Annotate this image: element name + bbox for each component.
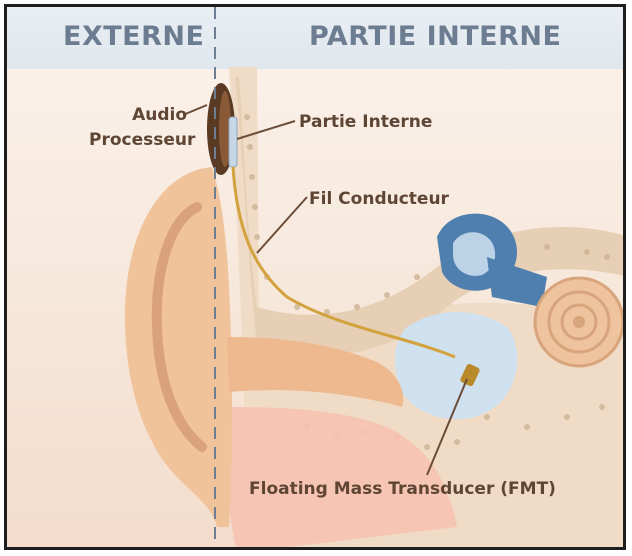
header-partie-interne: PARTIE INTERNE: [309, 21, 561, 52]
label-audio-processeur: Audio Processeur: [89, 103, 187, 153]
label-fil-conducteur: Fil Conducteur: [309, 187, 449, 212]
leader-fil: [257, 197, 307, 253]
ear-illustration: [7, 7, 626, 550]
header-externe: EXTERNE: [63, 21, 204, 52]
diagram-frame: EXTERNE PARTIE INTERNE Audio Processeur …: [4, 4, 626, 550]
label-audio-line1: Audio: [89, 103, 187, 128]
label-partie-interne: Partie Interne: [299, 110, 432, 135]
label-fmt: Floating Mass Transducer (FMT): [249, 477, 556, 502]
label-audio-line2: Processeur: [89, 128, 187, 153]
implant-shape: [229, 117, 237, 167]
